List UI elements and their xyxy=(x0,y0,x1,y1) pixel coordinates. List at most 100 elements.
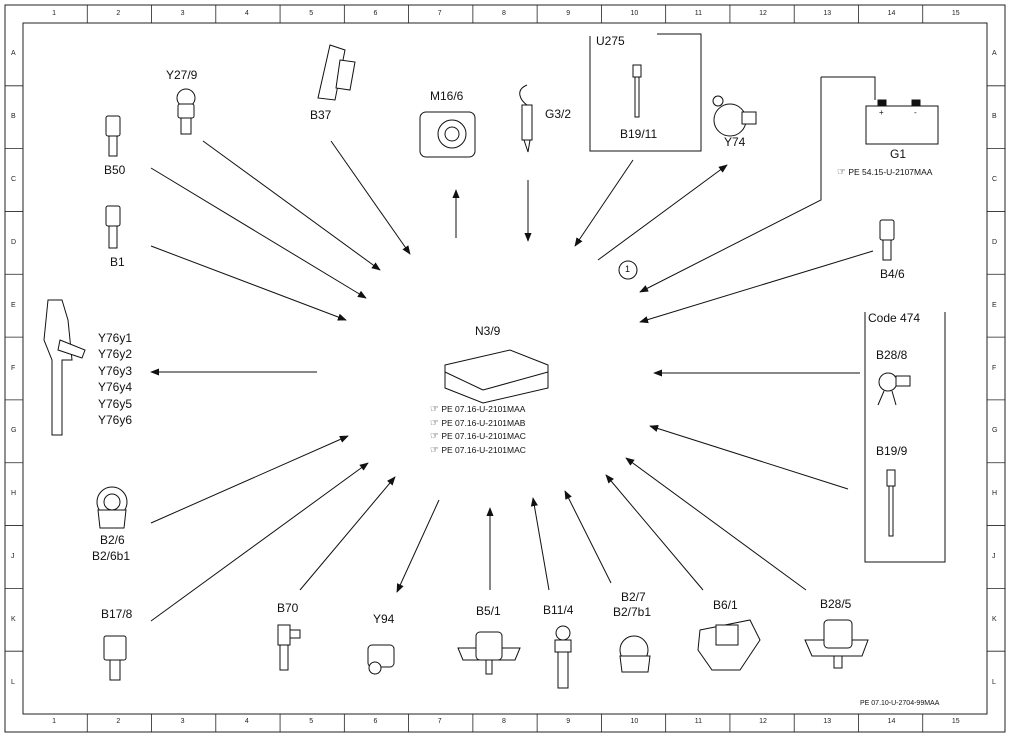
arrow-b50 xyxy=(150,167,367,299)
grid-ticks xyxy=(5,5,1005,732)
arrow-b2-6 xyxy=(150,435,349,524)
reference-hand-icon: ☞ xyxy=(430,404,439,415)
label-b6-1: B6/1 xyxy=(713,598,738,612)
label-b2-7: B2/7 xyxy=(621,590,646,604)
label-n3-9: N3/9 xyxy=(475,324,501,338)
label-y27-9: Y27/9 xyxy=(166,68,198,82)
grid-row-right-E: E xyxy=(992,301,997,309)
grid-col-bottom-5: 5 xyxy=(309,718,314,725)
b6-1-camshaft-sensor-icon xyxy=(697,619,761,671)
arrow-b1 xyxy=(150,245,347,321)
label-b5-1: B5/1 xyxy=(476,604,501,618)
arrow-y27-9 xyxy=(202,140,381,271)
grid-row-left-G: G xyxy=(11,427,17,435)
option-boxes xyxy=(589,33,946,563)
label-code-474: Code 474 xyxy=(868,311,921,325)
label-y94: Y94 xyxy=(373,612,395,626)
n3-9-ref-2-text: PE 07.16-U-2101MAB xyxy=(441,417,526,428)
grid-col-bottom-12: 12 xyxy=(759,718,767,725)
grid-row-left-J: J xyxy=(11,552,15,560)
label-b4-6: B4/6 xyxy=(880,267,905,281)
grid-col-top-5: 5 xyxy=(309,10,314,17)
grid-col-top-15: 15 xyxy=(951,10,960,17)
label-b1: B1 xyxy=(110,255,125,269)
g1-reference: ☞ PE 54.15-U-2107MAA xyxy=(837,167,932,178)
label-g3-2: G3/2 xyxy=(545,107,572,121)
label-b28-5: B28/5 xyxy=(820,597,852,611)
grid-row-right-J: J xyxy=(992,552,996,560)
inner-frame xyxy=(22,22,988,715)
label-b50: B50 xyxy=(104,163,126,177)
g1-battery-icon xyxy=(865,99,939,145)
grid-row-right-C: C xyxy=(992,176,998,184)
arrow-g1 xyxy=(639,77,822,293)
label-y76-5: Y76y5 xyxy=(98,396,133,411)
arrow-b11-4 xyxy=(530,497,550,591)
label-b11-4: B11/4 xyxy=(543,603,574,617)
grid-row-right-H: H xyxy=(992,490,998,498)
b70-crankshaft-sensor-icon xyxy=(277,624,301,671)
reference-hand-icon: ☞ xyxy=(430,431,439,442)
grid-row-right-K: K xyxy=(992,615,997,623)
grid-col-top-3: 3 xyxy=(180,10,185,17)
label-y76-3: Y76y3 xyxy=(98,363,133,378)
grid-row-left-L: L xyxy=(11,678,15,686)
arrow-b19-11 xyxy=(574,159,634,247)
grid-col-top-8: 8 xyxy=(502,10,506,17)
grid-row-left-E: E xyxy=(11,301,16,309)
label-b19-11: B19/11 xyxy=(620,127,658,141)
grid-col-bottom-14: 14 xyxy=(887,718,896,725)
label-b19-9: B19/9 xyxy=(876,444,908,458)
label-y76-1: Y76y1 xyxy=(98,331,133,345)
y27-9-sensor-icon xyxy=(176,88,196,135)
wire-g1-battery xyxy=(821,76,876,100)
grid-col-bottom-3: 3 xyxy=(180,718,185,725)
grid-col-bottom-2: 2 xyxy=(116,718,121,725)
b19-11-temperature-sensor-icon xyxy=(632,64,642,118)
arrow-b19-9 xyxy=(649,425,849,490)
b1-sensor-icon xyxy=(105,205,121,249)
code474-box xyxy=(864,312,946,563)
y76-injector-icon xyxy=(43,299,86,436)
label-b28-8: B28/8 xyxy=(876,348,908,362)
grid-col-bottom-10: 10 xyxy=(630,718,639,725)
arrow-b28-5 xyxy=(625,457,807,591)
arrow-b2-7 xyxy=(564,490,612,584)
reference-hand-icon: ☞ xyxy=(430,417,439,429)
battery-minus-label: - xyxy=(914,108,917,117)
u275-box xyxy=(589,33,702,152)
grid-col-top-10: 10 xyxy=(630,10,639,17)
reference-hand-icon: ☞ xyxy=(430,444,439,456)
grid-col-bottom-9: 9 xyxy=(566,718,571,725)
n3-9-ref-4-text: PE 07.16-U-2101MAC xyxy=(441,444,526,455)
n3-9-control-unit-icon xyxy=(444,349,549,404)
grid-col-top-9: 9 xyxy=(566,10,571,17)
g1-reference-text: PE 54.15-U-2107MAA xyxy=(848,167,933,177)
reference-hand-icon: ☞ xyxy=(837,167,846,178)
b28-8-pressure-sensor-icon xyxy=(877,372,911,406)
n3-9-ref-1-text: PE 07.16-U-2101MAA xyxy=(441,404,526,414)
grid-col-bottom-13: 13 xyxy=(823,718,832,725)
b2-7-airmass-sensor-icon xyxy=(619,635,651,673)
grid-row-right-L: L xyxy=(992,678,996,686)
signal-arrows xyxy=(150,76,876,622)
outer-frame xyxy=(4,4,1006,733)
label-b2-7b1: B2/7b1 xyxy=(613,605,652,619)
grid-col-top-14: 14 xyxy=(887,10,896,17)
g3-2-oxygen-sensor-icon xyxy=(519,84,533,153)
battery-plus-label: + xyxy=(879,108,884,117)
grid-row-left-F: F xyxy=(11,364,16,372)
label-y76-4: Y76y4 xyxy=(98,380,133,395)
n3-9-reference-list: ☞ PE 07.16-U-2101MAA ☞ PE 07.16-U-2101MA… xyxy=(430,403,526,457)
grid-col-top-4: 4 xyxy=(244,10,249,17)
b19-9-temperature-sensor-icon xyxy=(886,469,896,537)
y74-valve-icon xyxy=(712,95,757,137)
grid-col-top-11: 11 xyxy=(694,10,703,17)
grid-col-bottom-4: 4 xyxy=(244,718,249,725)
grid-col-top-7: 7 xyxy=(437,10,442,17)
arrow-b37 xyxy=(330,140,411,255)
label-b37: B37 xyxy=(310,108,332,122)
grid-row-right-A: A xyxy=(992,50,997,58)
b11-4-sensor-icon xyxy=(554,625,572,689)
